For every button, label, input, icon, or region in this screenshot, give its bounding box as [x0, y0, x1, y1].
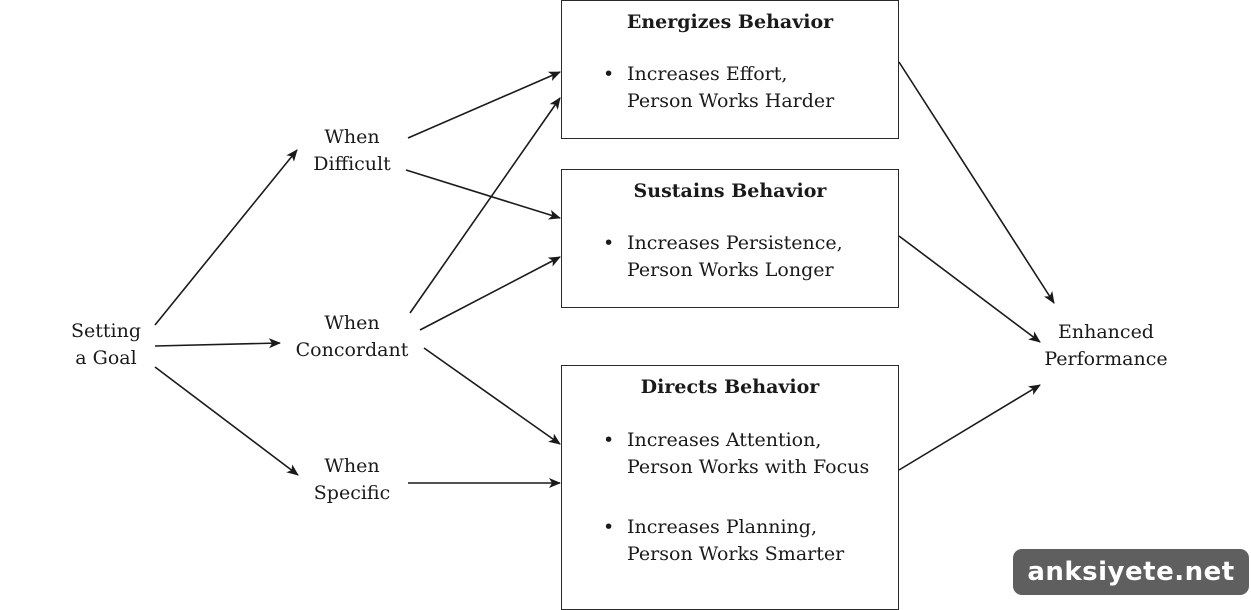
directs-bullet-2-line-1: Increases Planning,	[627, 516, 817, 538]
when-specific-line-2: Specific	[313, 482, 391, 504]
energizes-bullet-1-line-2: Person Works Harder	[627, 90, 835, 112]
directs-behavior-title: Directs Behavior	[640, 376, 820, 398]
energizes-bullet-1: • Increases Effort, Person Works Harder	[603, 61, 835, 115]
arrow-goal-to-specific	[154, 366, 299, 476]
sustains-behavior-box: Sustains Behavior • Increases Persistenc…	[561, 169, 899, 308]
when-specific-line-1: When	[324, 455, 380, 477]
arrow-goal-to-concordant	[154, 338, 281, 349]
energizes-behavior-title: Energizes Behavior	[626, 11, 834, 33]
sustains-bullet-1-line-1: Increases Persistence,	[627, 232, 843, 254]
directs-bullet-2-line-2: Person Works Smarter	[627, 543, 845, 565]
directs-behavior-box: Directs Behavior • Increases Attention, …	[561, 365, 899, 610]
bullet-dot: •	[603, 516, 615, 538]
when-difficult-line-1: When	[324, 126, 380, 148]
arrow-concordant-to-sustains	[419, 256, 561, 331]
when-difficult-line-2: Difficult	[313, 153, 391, 175]
enhanced-performance-line-2: Performance	[1044, 348, 1168, 370]
directs-bullet-1-line-1: Increases Attention,	[627, 429, 822, 451]
enhanced-performance-node: Enhanced Performance	[1044, 319, 1167, 373]
directs-bullet-2: • Increases Planning, Person Works Smart…	[603, 514, 845, 568]
directs-bullet-1-line-2: Person Works with Focus	[627, 456, 870, 478]
when-concordant-node: When Concordant	[296, 310, 409, 364]
when-concordant-line-1: When	[324, 312, 380, 334]
watermark-badge: anksiyete.net	[1013, 549, 1249, 595]
arrow-concordant-to-directs	[423, 347, 561, 445]
bullet-dot: •	[603, 429, 615, 451]
arrow-sustains-to-performance	[898, 235, 1041, 343]
sustains-behavior-title: Sustains Behavior	[633, 180, 827, 202]
setting-goal-line-1: Setting	[70, 320, 142, 342]
sustains-bullet-1-line-2: Person Works Longer	[627, 259, 834, 281]
arrow-difficult-to-energizes	[407, 71, 561, 139]
sustains-bullet-1: • Increases Persistence, Person Works Lo…	[603, 230, 843, 284]
arrow-concordant-to-energizes	[409, 97, 561, 314]
arrow-goal-to-difficult	[154, 149, 298, 326]
directs-bullet-1: • Increases Attention, Person Works with…	[603, 427, 870, 481]
arrow-difficult-to-sustains	[405, 169, 561, 220]
energizes-bullet-1-line-1: Increases Effort,	[627, 63, 788, 85]
watermark-text: anksiyete.net	[1027, 557, 1235, 587]
when-concordant-line-2: Concordant	[295, 339, 409, 361]
arrow-directs-to-performance	[898, 384, 1041, 471]
when-difficult-node: When Difficult	[313, 124, 390, 178]
enhanced-performance-line-1: Enhanced	[1058, 321, 1154, 343]
energizes-behavior-box: Energizes Behavior • Increases Effort, P…	[561, 0, 899, 139]
arrow-energizes-to-performance	[898, 61, 1055, 304]
setting-goal-node: Setting a Goal	[71, 318, 141, 372]
bullet-dot: •	[603, 232, 615, 254]
setting-goal-line-2: a Goal	[75, 347, 137, 369]
when-specific-node: When Specific	[314, 453, 390, 507]
bullet-dot: •	[603, 63, 615, 85]
